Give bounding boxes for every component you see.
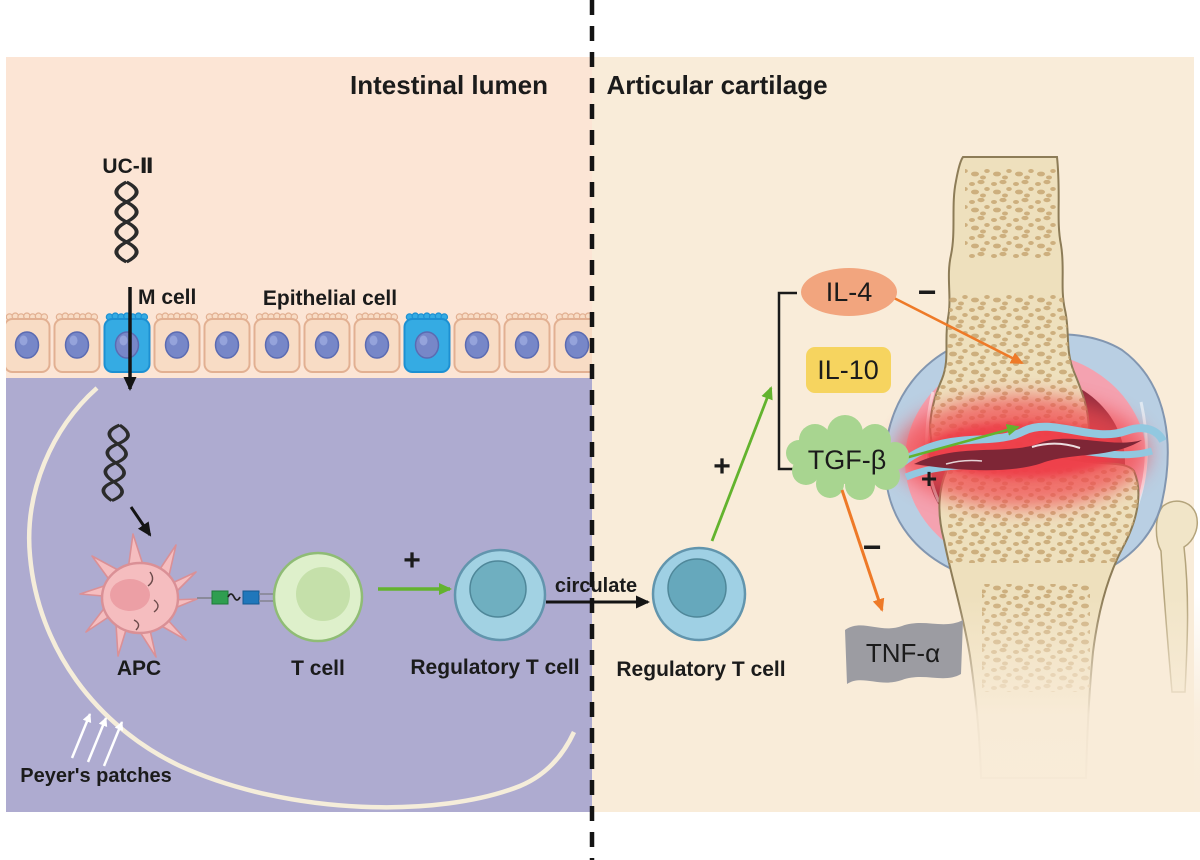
cavity-highlight	[945, 459, 983, 465]
cytokine-bracket	[777, 291, 797, 471]
il10-badge	[806, 347, 891, 393]
arrow-uc2-to-apc	[129, 506, 152, 537]
regulatory-t-cell-left	[453, 548, 547, 642]
mhc-molecule	[211, 590, 229, 605]
tgfb-badge	[786, 415, 909, 500]
cartilage-band-upper	[900, 422, 1167, 466]
cavity-highlight	[1031, 442, 1081, 449]
tgfb-label: TGF-β	[808, 445, 887, 475]
m-cell-shape	[103, 312, 151, 373]
plus-sign-activation: +	[403, 544, 421, 577]
tnfa-label: TNF-α	[866, 638, 940, 668]
peyers-patches-label: Peyer's patches	[20, 765, 172, 787]
peyers-patch-boundary-arc	[26, 386, 577, 810]
epithelial-cell-label: Epithelial cell	[263, 287, 397, 310]
plus-sign-tgfb: +	[921, 463, 937, 494]
circulate-label: circulate	[555, 575, 637, 597]
plus-sign-cytokine-release: +	[713, 450, 731, 483]
tcr-molecule	[242, 590, 260, 605]
il4-label: IL-4	[826, 277, 873, 307]
tnfa-banner	[845, 620, 963, 684]
title-articular-cartilage: Articular cartilage	[606, 70, 827, 100]
il4-badge	[801, 268, 897, 316]
m-cell-shape	[403, 312, 451, 373]
joint-cavity	[914, 438, 1142, 471]
title-intestinal-lumen: Intestinal lumen	[350, 70, 548, 100]
treg-left-label: Regulatory T cell	[410, 656, 579, 679]
peptide-squiggle	[227, 593, 241, 601]
arrow-tgfb-to-joint	[897, 424, 1020, 462]
apc-label: APC	[117, 657, 161, 680]
treg-right-label: Regulatory T cell	[616, 658, 785, 681]
peyers-patch-arrows	[70, 713, 124, 767]
apc-cell	[79, 533, 198, 658]
arrow-tgfb-suppresses-tnfa	[840, 489, 885, 612]
t-cell-label: T cell	[291, 657, 345, 680]
regulatory-t-cell-right	[651, 546, 747, 642]
arrow-il4-to-joint	[893, 296, 1024, 365]
knee-joint-illustration	[884, 156, 1200, 812]
uc2-label: UC-Ⅱ	[102, 155, 153, 178]
il10-label: IL-10	[817, 355, 879, 385]
t-cell	[272, 551, 364, 643]
arrow-treg-to-cytokines	[710, 386, 773, 542]
minus-sign-il4: −	[918, 274, 937, 310]
mhc-tcr-receptor-bridge	[197, 590, 275, 605]
minus-sign-tnfa: −	[863, 529, 882, 565]
m-cell-label: M cell	[138, 286, 196, 309]
